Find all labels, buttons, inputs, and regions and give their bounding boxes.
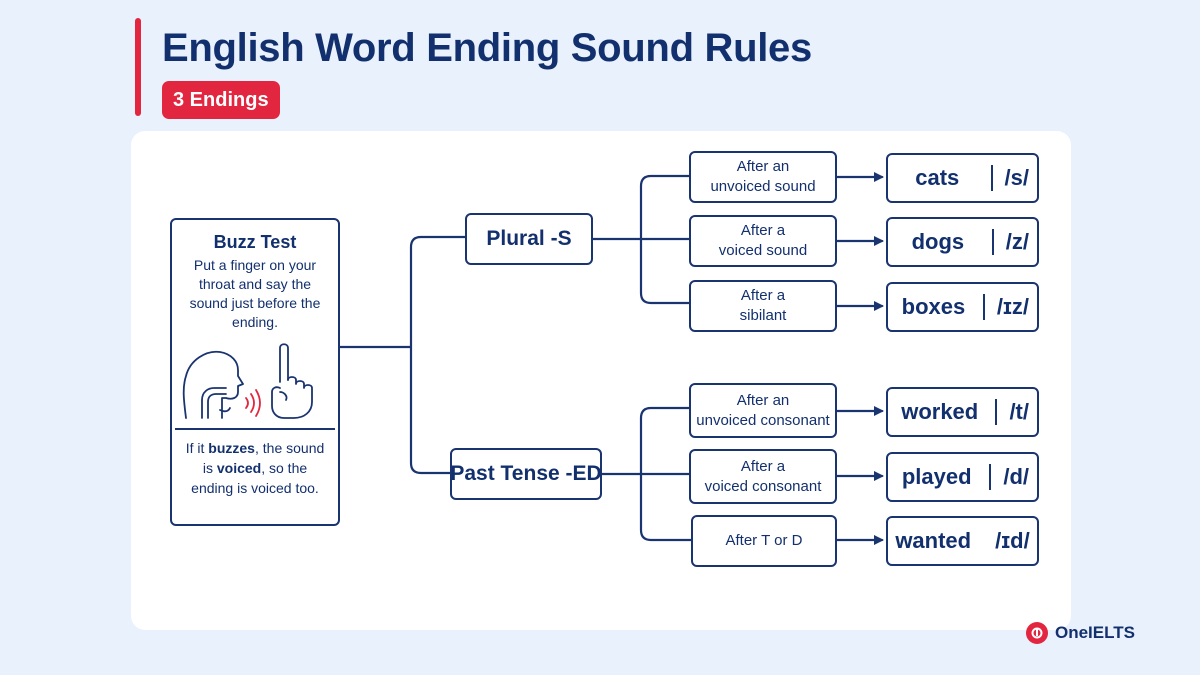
buzz-test-description: Put a finger on your throat and say the …	[189, 257, 321, 330]
result-divider	[982, 294, 985, 320]
brand-name: OneIELTS	[1055, 623, 1135, 642]
ipa-ending: /d/	[1003, 464, 1029, 489]
endings-count-badge: 3 Endings	[162, 81, 280, 119]
ipa-ending: /s/	[1004, 165, 1029, 190]
throat-buzz-illustration	[182, 343, 313, 419]
condition-after-t-or-d: After T or D	[691, 515, 837, 567]
example-word: boxes	[901, 294, 966, 319]
example-word: played	[901, 464, 972, 489]
buzz-test-box: Buzz Test Put a finger on your throat an…	[170, 218, 340, 526]
page-title: English Word Ending Sound Rules	[162, 26, 812, 70]
ipa-ending: /ɪz/	[996, 294, 1029, 319]
title-accent-bar	[135, 18, 141, 116]
result-divider	[989, 464, 992, 490]
buzz-test-title: Buzz Test	[213, 232, 297, 252]
sound-wave-icon	[245, 389, 261, 417]
oneielts-logo-icon	[1026, 622, 1048, 644]
result-divider	[995, 399, 998, 425]
result-wanted: wanted/ɪd/	[886, 516, 1039, 566]
category-past-tense-ed: Past Tense -ED	[450, 448, 602, 500]
ipa-ending: /ɪd/	[995, 528, 1030, 553]
result-boxes: boxes/ɪz/	[886, 282, 1039, 332]
ipa-ending: /t/	[1009, 399, 1029, 424]
example-word: dogs	[911, 229, 965, 254]
result-played: played/d/	[886, 452, 1039, 502]
result-dogs: dogs/z/	[886, 217, 1039, 267]
buzz-test-result: If it buzzes, the sound is voiced, so th…	[185, 440, 325, 496]
buzz-test-em-buzzes: buzzes	[208, 440, 255, 456]
result-divider	[991, 229, 994, 255]
example-word: worked	[901, 399, 979, 424]
brand-footer: OneIELTS	[1026, 622, 1135, 644]
head-profile-icon	[182, 350, 244, 419]
result-divider	[990, 165, 993, 191]
example-word: wanted	[895, 528, 972, 553]
buzz-test-em-voiced: voiced	[216, 460, 262, 476]
buzz-test-divider	[175, 428, 335, 430]
result-cats: cats/s/	[886, 153, 1039, 203]
result-worked: worked/t/	[886, 387, 1039, 437]
finger-raised-icon	[271, 343, 313, 419]
category-plural-s: Plural -S	[465, 213, 593, 265]
ipa-ending: /z/	[1005, 229, 1029, 254]
example-word: cats	[915, 165, 960, 190]
